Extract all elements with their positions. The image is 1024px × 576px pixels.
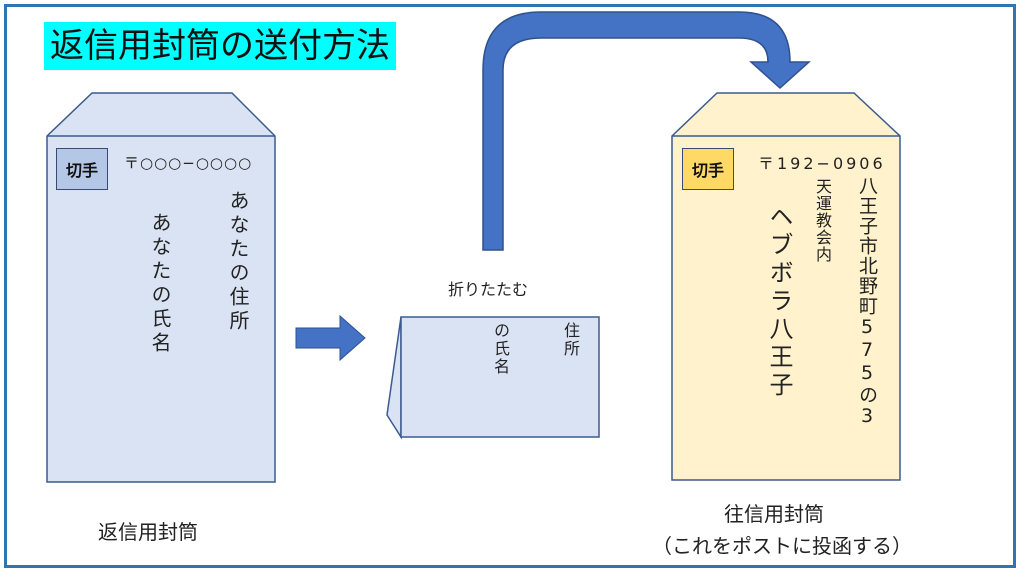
return-envelope-postal-code: 〒○○○−○○○○ (124, 154, 253, 172)
return-envelope-name: あなたの氏名 (148, 212, 172, 356)
outgoing-envelope-stamp: 切手 (682, 148, 734, 190)
outgoing-envelope-caption: 往信用封筒 (724, 502, 824, 526)
curved-arrow-icon (482, 11, 811, 251)
folded-envelope-name: の氏名 (491, 322, 510, 376)
right-arrow-icon (295, 314, 366, 362)
diagram-frame (4, 4, 1016, 568)
return-envelope-caption: 返信用封筒 (98, 520, 198, 544)
outgoing-envelope-address-line1: 八王子市北野町575の3 (856, 176, 878, 428)
fold-label: 折りたたむ (448, 280, 529, 299)
return-envelope-address: あなたの住所 (226, 190, 250, 334)
outgoing-envelope-address-line2: 天運教会内 (813, 178, 832, 263)
folded-envelope-flap (386, 316, 402, 440)
outgoing-envelope-instruction: （これをポストに投函する） (652, 534, 912, 558)
outgoing-envelope-recipient: ヘブボラ八王子 (765, 204, 793, 400)
folded-envelope-address: 住所 (561, 322, 580, 358)
folded-envelope-shape (400, 316, 600, 438)
outgoing-envelope-postal-code: 〒192−0906 (758, 154, 886, 173)
diagram-title: 返信用封筒の送付方法 (44, 22, 396, 70)
return-envelope-stamp: 切手 (56, 148, 108, 190)
